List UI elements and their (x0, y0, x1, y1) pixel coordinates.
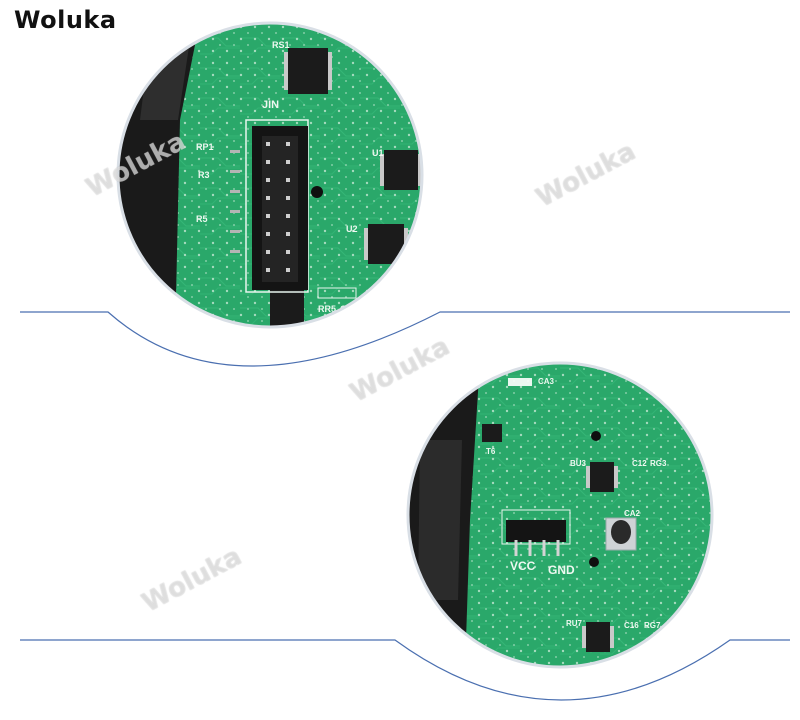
label-r3: R3 (198, 170, 210, 180)
power-pins (514, 540, 560, 556)
chip-rs1 (288, 48, 328, 94)
divider-line-bottom (20, 639, 790, 701)
chip-u1 (384, 150, 418, 190)
mount-hole (311, 186, 323, 198)
label-r5: R5 (196, 214, 208, 224)
bottom-pcb-view: CA3 T6 BU3 C12 RG3 CA2 RU7 C16 RG7 VCC G… (408, 363, 712, 667)
label-u2: U2 (346, 224, 358, 234)
label-c12: C12 (632, 459, 647, 468)
label-ru7: RU7 (566, 619, 583, 628)
top-view-ring (116, 21, 424, 329)
chip-t6 (482, 424, 502, 442)
label-ca3: CA3 (538, 377, 555, 386)
label-ca2: CA2 (624, 509, 641, 518)
label-rr5: RR5 (318, 304, 336, 314)
power-connector (506, 520, 566, 542)
label-u1: U1 (372, 148, 384, 158)
bottom-view-ring (406, 361, 714, 669)
divider-line-top (20, 311, 790, 367)
chip-lower (270, 290, 304, 327)
label-c16: C16 (624, 621, 639, 630)
label-rp1: RP1 (196, 142, 214, 152)
label-bu3: BU3 (570, 459, 587, 468)
label-rg7: RG7 (644, 621, 661, 630)
label-jin: JIN (262, 99, 279, 111)
label-t6: T6 (486, 447, 496, 456)
label-rg3: RG3 (650, 459, 667, 468)
label-rs1: RS1 (272, 40, 290, 50)
top-pcb-view: JIN RS1 RP1 R3 R5 U1 U2 RR5 C14 (118, 23, 422, 327)
label-gnd: GND (548, 563, 575, 577)
label-vcc: VCC (510, 559, 536, 573)
header-pins (266, 142, 290, 272)
chip-bu3 (590, 462, 614, 492)
brand-logo-text: Woluka (14, 6, 117, 34)
chip-ru7 (586, 622, 610, 652)
